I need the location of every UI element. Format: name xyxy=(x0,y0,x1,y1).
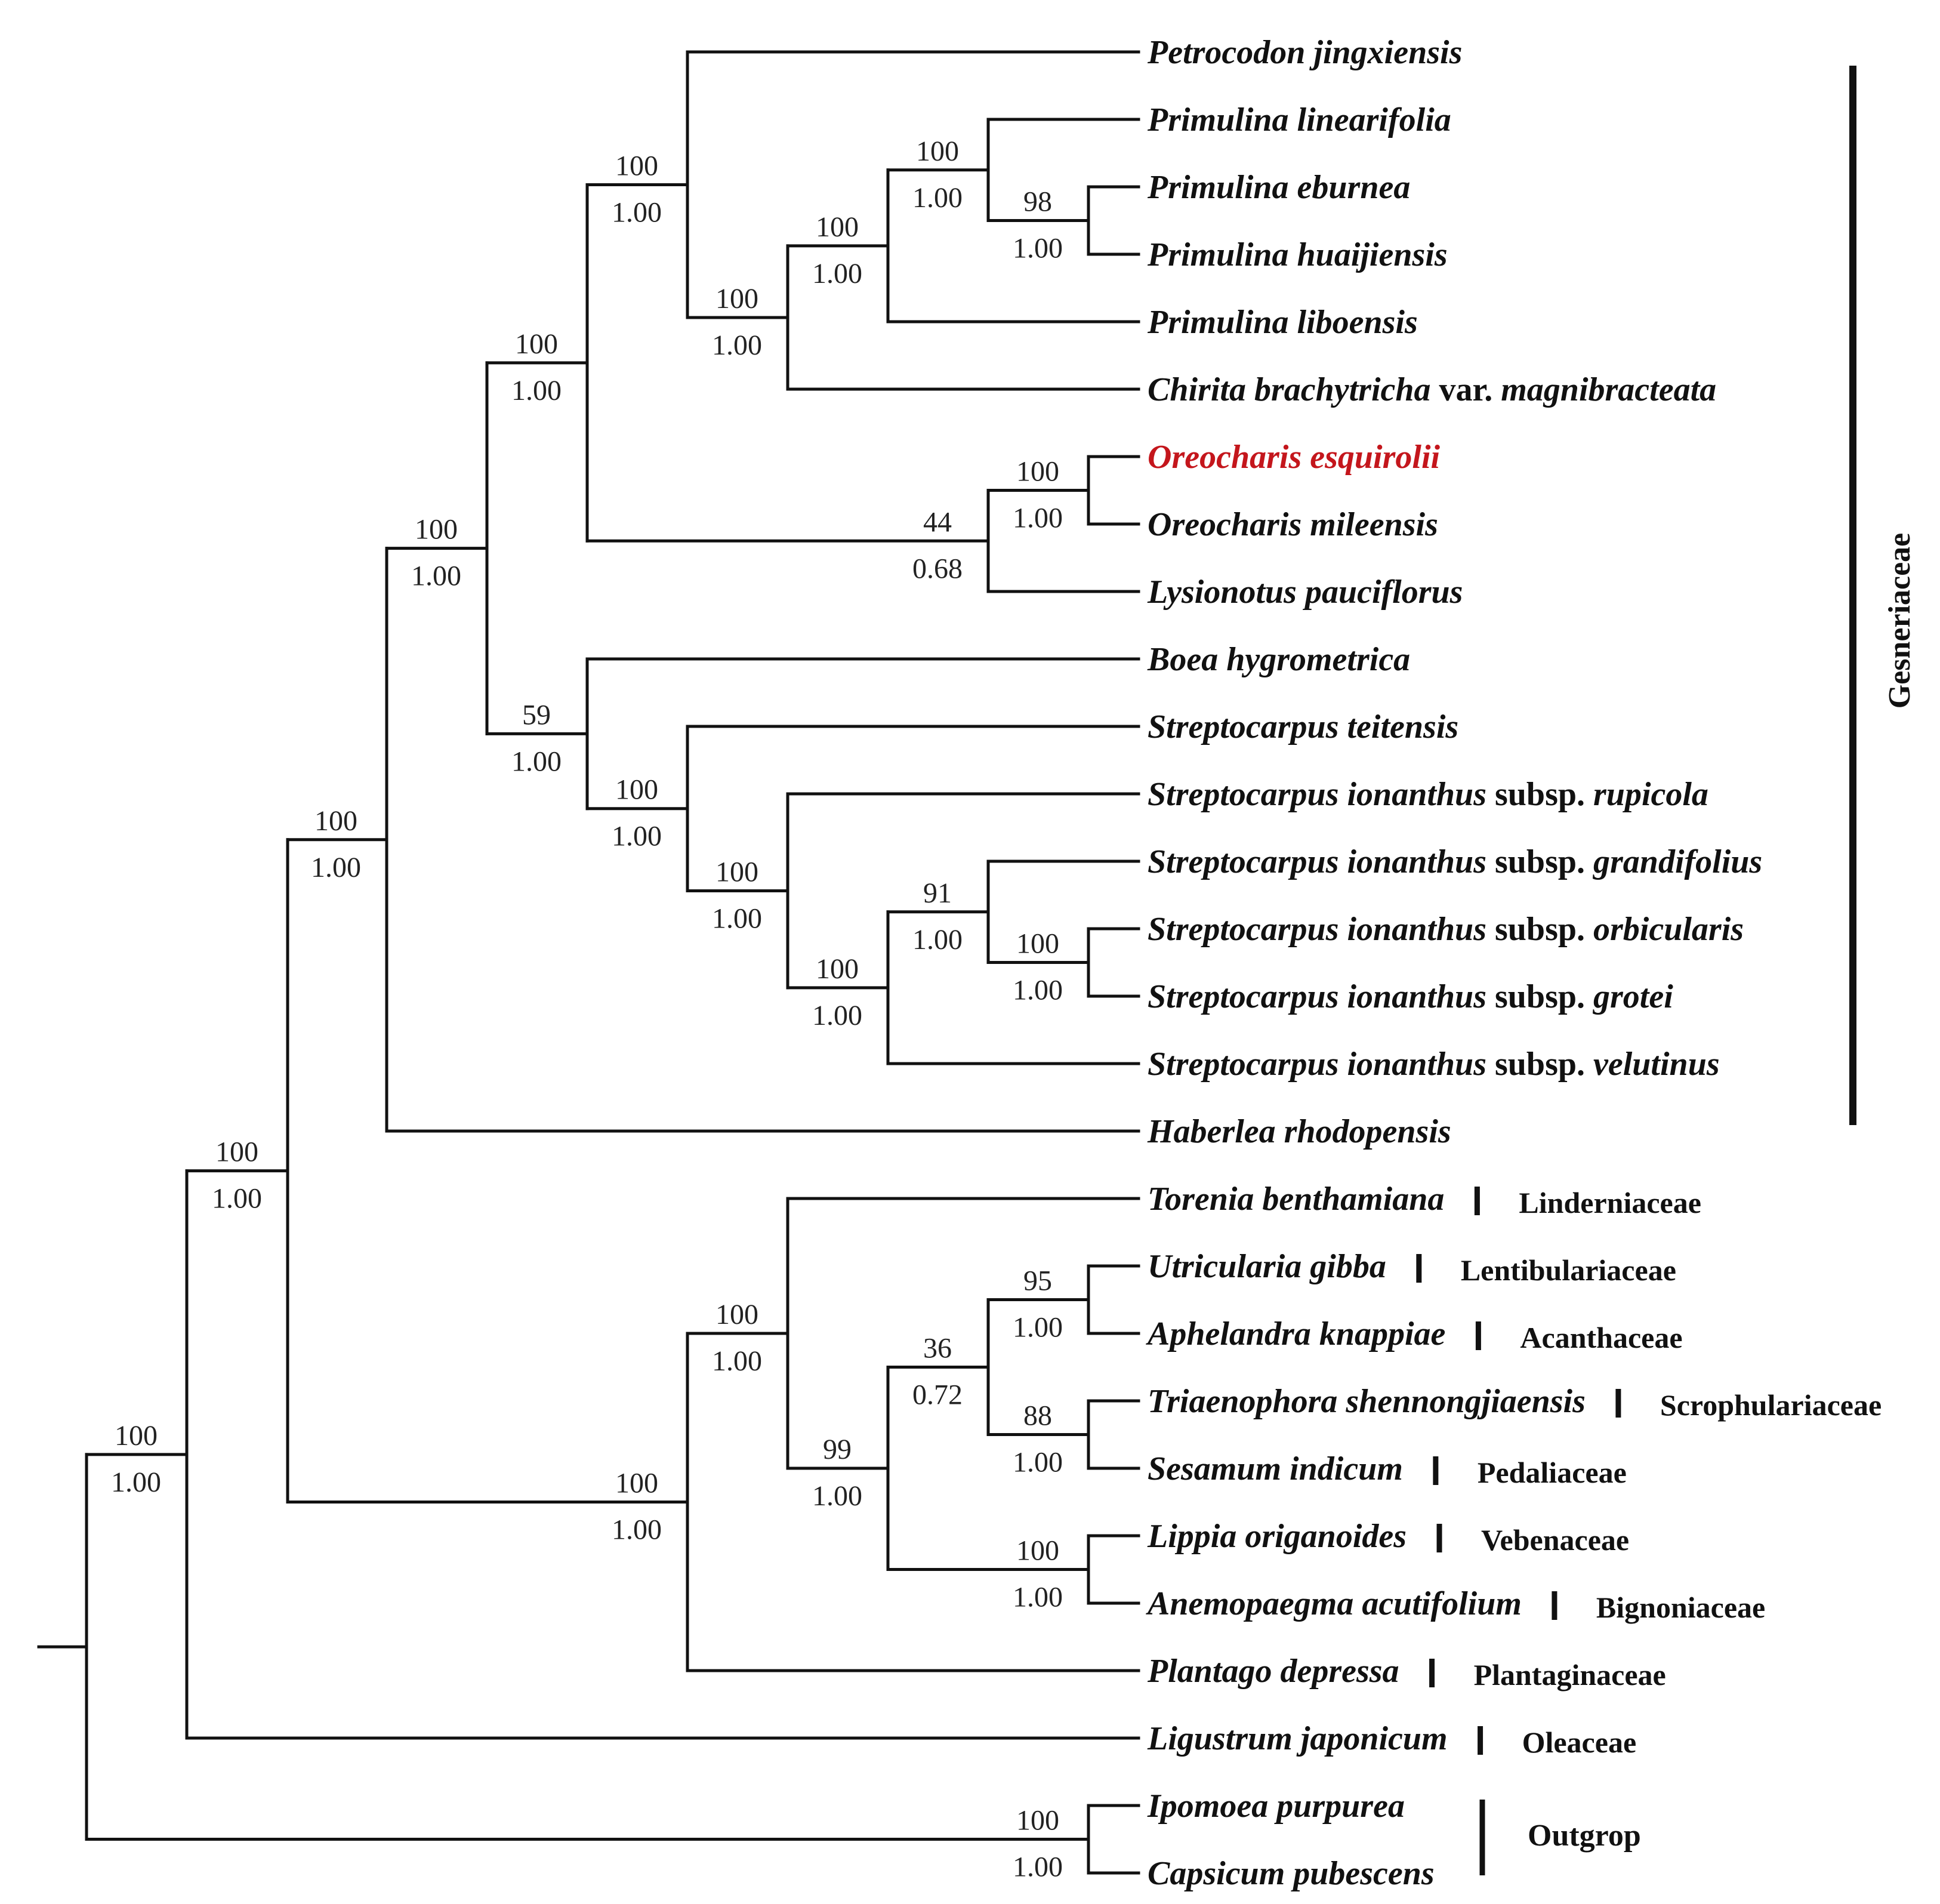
posterior-probability: 1.00 xyxy=(812,1480,862,1512)
family-label: Scrophulariaceae xyxy=(1660,1388,1882,1422)
bootstrap-value: 100 xyxy=(1016,456,1059,488)
taxon-label: Ipomoea purpurea xyxy=(1147,1788,1405,1825)
family-label: Plantaginaceae xyxy=(1474,1658,1666,1692)
taxon-label: Streptocarpus teitensis xyxy=(1148,708,1458,745)
bootstrap-value: 100 xyxy=(715,1299,758,1330)
taxon-label: Chirita brachytricha var. magnibracteata xyxy=(1148,371,1716,408)
bootstrap-value: 100 xyxy=(816,211,859,243)
taxon-label: Sesamum indicum xyxy=(1148,1450,1403,1487)
taxon-label: Primulina huaijiensis xyxy=(1147,236,1448,273)
posterior-probability: 1.00 xyxy=(612,1514,662,1546)
taxon-label: Streptocarpus ionanthus subsp. orbicular… xyxy=(1148,911,1744,948)
bootstrap-value: 88 xyxy=(1023,1400,1052,1432)
posterior-probability: 1.00 xyxy=(1013,1582,1063,1613)
bootstrap-value: 59 xyxy=(522,699,551,731)
taxon-label: Anemopaegma acutifolium xyxy=(1146,1585,1522,1622)
bootstrap-value: 100 xyxy=(215,1136,258,1168)
taxon-label: Streptocarpus ionanthus subsp. velutinus xyxy=(1148,1046,1720,1083)
taxon-label: Lysionotus pauciflorus xyxy=(1147,574,1463,611)
taxon-label: Plantago depressa xyxy=(1147,1653,1399,1690)
posterior-probability: 1.00 xyxy=(1013,233,1063,264)
taxon-label: Streptocarpus ionanthus subsp. grotei xyxy=(1148,978,1673,1015)
posterior-probability: 1.00 xyxy=(1013,503,1063,534)
tree-branches xyxy=(37,50,1140,1875)
taxon-label: Oreocharis esquirolii xyxy=(1148,439,1440,476)
posterior-probability: 1.00 xyxy=(511,745,562,777)
taxon-label: Capsicum pubescens xyxy=(1148,1855,1435,1892)
family-label: Oleaceae xyxy=(1522,1726,1637,1759)
family-label: Lentibulariaceae xyxy=(1461,1253,1676,1287)
taxon-label: Lippia origanoides xyxy=(1147,1518,1407,1555)
bootstrap-value: 100 xyxy=(1016,1805,1059,1837)
bootstrap-value: 91 xyxy=(923,877,952,909)
bootstrap-value: 100 xyxy=(615,774,658,806)
taxon-label: Primulina eburnea xyxy=(1147,169,1410,206)
bootstrap-value: 100 xyxy=(916,135,959,167)
family-label: Vebenaceae xyxy=(1481,1523,1629,1557)
bootstrap-value: 98 xyxy=(1023,186,1052,218)
posterior-probability: 1.00 xyxy=(1013,1851,1063,1883)
taxon-label: Haberlea rhodopensis xyxy=(1147,1113,1451,1150)
family-label: Linderniaceae xyxy=(1519,1186,1701,1219)
bootstrap-value: 100 xyxy=(816,953,859,985)
bootstrap-value: 100 xyxy=(715,856,758,888)
taxon-label: Primulina liboensis xyxy=(1147,304,1418,341)
bootstrap-value: 100 xyxy=(115,1420,158,1452)
taxon-label: Utricularia gibba xyxy=(1148,1248,1386,1285)
family-label: Pedaliaceae xyxy=(1478,1456,1627,1489)
taxon-label: Torenia benthamiana xyxy=(1148,1181,1444,1218)
bootstrap-value: 100 xyxy=(314,805,357,837)
taxon-label: Primulina linearifolia xyxy=(1147,101,1451,138)
posterior-probability: 1.00 xyxy=(212,1183,262,1215)
taxon-label: Streptocarpus ionanthus subsp. rupicola xyxy=(1148,776,1708,813)
posterior-probability: 0.68 xyxy=(912,553,963,584)
outgroup-label: Outgrop xyxy=(1528,1819,1641,1853)
posterior-probability: 1.00 xyxy=(912,924,963,956)
bootstrap-value: 36 xyxy=(923,1333,952,1364)
posterior-probability: 1.00 xyxy=(411,560,461,592)
taxon-label: Ligustrum japonicum xyxy=(1147,1720,1448,1757)
posterior-probability: 1.00 xyxy=(1013,975,1063,1006)
bootstrap-value: 100 xyxy=(715,283,758,315)
posterior-probability: 1.00 xyxy=(111,1466,161,1498)
posterior-probability: 1.00 xyxy=(712,902,762,934)
taxon-label: Aphelandra knappiae xyxy=(1146,1315,1445,1352)
posterior-probability: 1.00 xyxy=(812,1000,862,1031)
posterior-probability: 1.00 xyxy=(912,182,963,214)
posterior-probability: 1.00 xyxy=(1013,1312,1063,1344)
taxon-label: Streptocarpus ionanthus subsp. grandifol… xyxy=(1148,843,1762,880)
taxon-label: Oreocharis mileensis xyxy=(1148,506,1438,543)
posterior-probability: 1.00 xyxy=(612,821,662,852)
family-labels: LinderniaceaeLentibulariaceaeAcanthaceae… xyxy=(1416,1186,1882,1759)
posterior-probability: 1.00 xyxy=(511,375,562,406)
taxon-label: Triaenophora shennongjiaensis xyxy=(1148,1383,1586,1420)
posterior-probability: 1.00 xyxy=(1013,1447,1063,1478)
bootstrap-value: 95 xyxy=(1023,1265,1052,1297)
taxon-label: Boea hygrometrica xyxy=(1147,641,1410,678)
posterior-probability: 1.00 xyxy=(812,258,862,289)
posterior-probability: 0.72 xyxy=(912,1379,963,1411)
support-values: 98 1.00 100 1.00 100 1.00 100 1.00 100 1.00 100 1.0… xyxy=(111,135,1063,1883)
bootstrap-value: 44 xyxy=(923,506,952,538)
bootstrap-value: 100 xyxy=(415,514,458,546)
family-label: Acanthaceae xyxy=(1520,1321,1682,1354)
bootstrap-value: 100 xyxy=(1016,928,1059,960)
posterior-probability: 1.00 xyxy=(311,852,361,883)
gesneriaceae-label: Gesneriaceae xyxy=(1883,533,1917,709)
bootstrap-value: 100 xyxy=(515,328,558,360)
taxon-label: Petrocodon jingxiensis xyxy=(1147,34,1462,71)
posterior-probability: 1.00 xyxy=(612,196,662,228)
posterior-probability: 1.00 xyxy=(712,1345,762,1377)
family-label: Bignoniaceae xyxy=(1596,1591,1765,1624)
bootstrap-value: 99 xyxy=(823,1434,852,1465)
bootstrap-value: 100 xyxy=(1016,1535,1059,1567)
posterior-probability: 1.00 xyxy=(712,329,762,361)
bootstrap-value: 100 xyxy=(615,1468,658,1499)
bootstrap-value: 100 xyxy=(615,150,658,181)
